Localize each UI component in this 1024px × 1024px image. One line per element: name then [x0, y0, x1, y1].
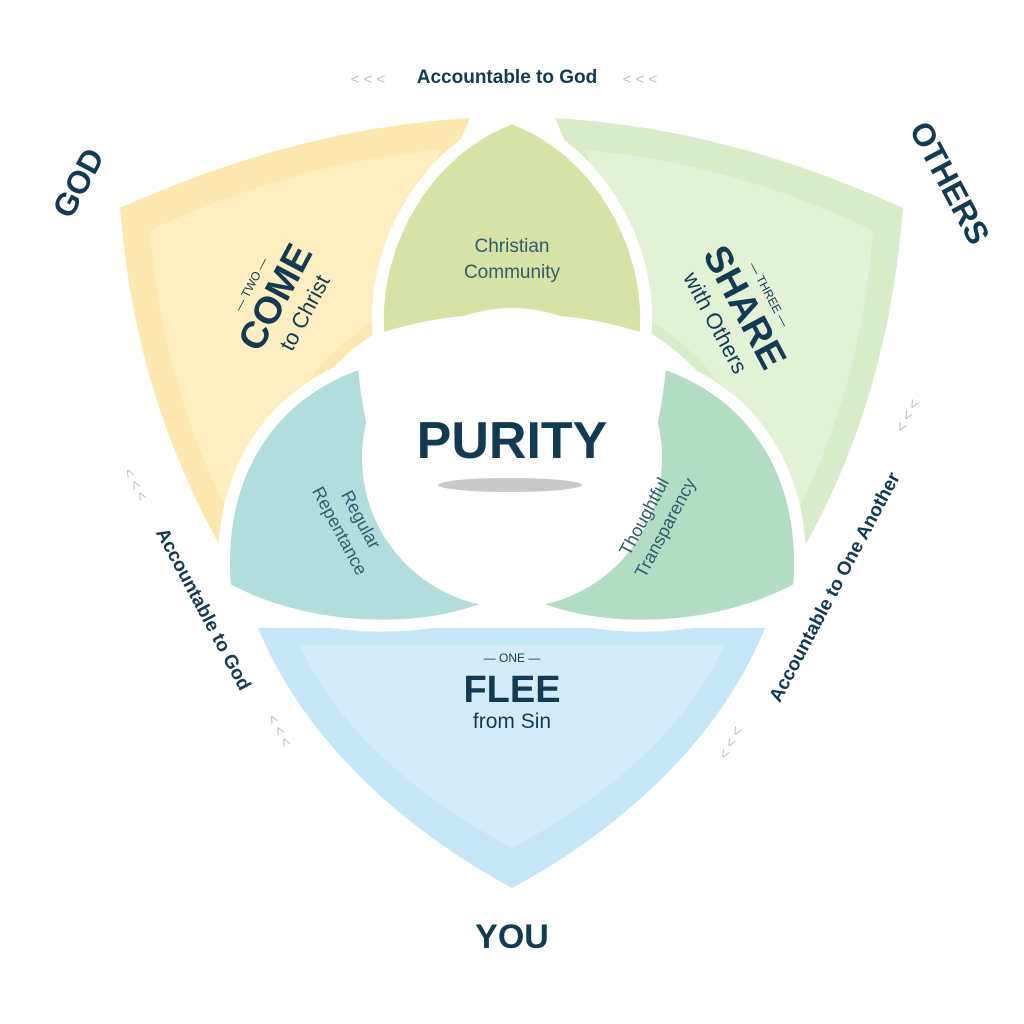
outer-sections: [120, 118, 903, 888]
arrow-chevrons-top-right: < < <: [623, 71, 658, 88]
arrow-chevrons-right-bottom: < < <: [715, 723, 746, 762]
purity-shadow: [438, 478, 582, 492]
community-label: Christian Community: [464, 236, 561, 283]
god-section-inner: [150, 150, 440, 520]
arrow-chevrons-left-bottom: < < <: [263, 712, 294, 751]
step-one-sub: from Sin: [473, 710, 551, 733]
step-one-flee: — ONE — FLEE from Sin: [463, 651, 560, 733]
step-one-number: — ONE —: [484, 651, 541, 665]
community-line-2: Community: [464, 262, 561, 283]
center-group: PURITY: [417, 412, 608, 492]
arrow-chevrons-left-top: < < <: [119, 466, 150, 505]
inner-petals: [217, 112, 807, 632]
accountability-top: < < < Accountable to God < < <: [351, 67, 658, 88]
corner-others: OTHERS: [903, 116, 997, 251]
community-line-1: Christian: [475, 236, 550, 257]
purity-center-circle: [362, 308, 662, 608]
others-section-inner: [585, 150, 873, 520]
purity-title: PURITY: [417, 412, 608, 470]
corner-god: GOD: [45, 142, 111, 223]
step-one-word: FLEE: [463, 669, 560, 711]
corner-you: YOU: [475, 918, 549, 956]
arrow-chevrons-right-top: < < <: [892, 396, 923, 435]
arrow-chevrons-top-left: < < <: [351, 71, 386, 88]
accountable-to-god-top: Accountable to God: [417, 67, 598, 88]
you-section-inner: [300, 645, 724, 848]
